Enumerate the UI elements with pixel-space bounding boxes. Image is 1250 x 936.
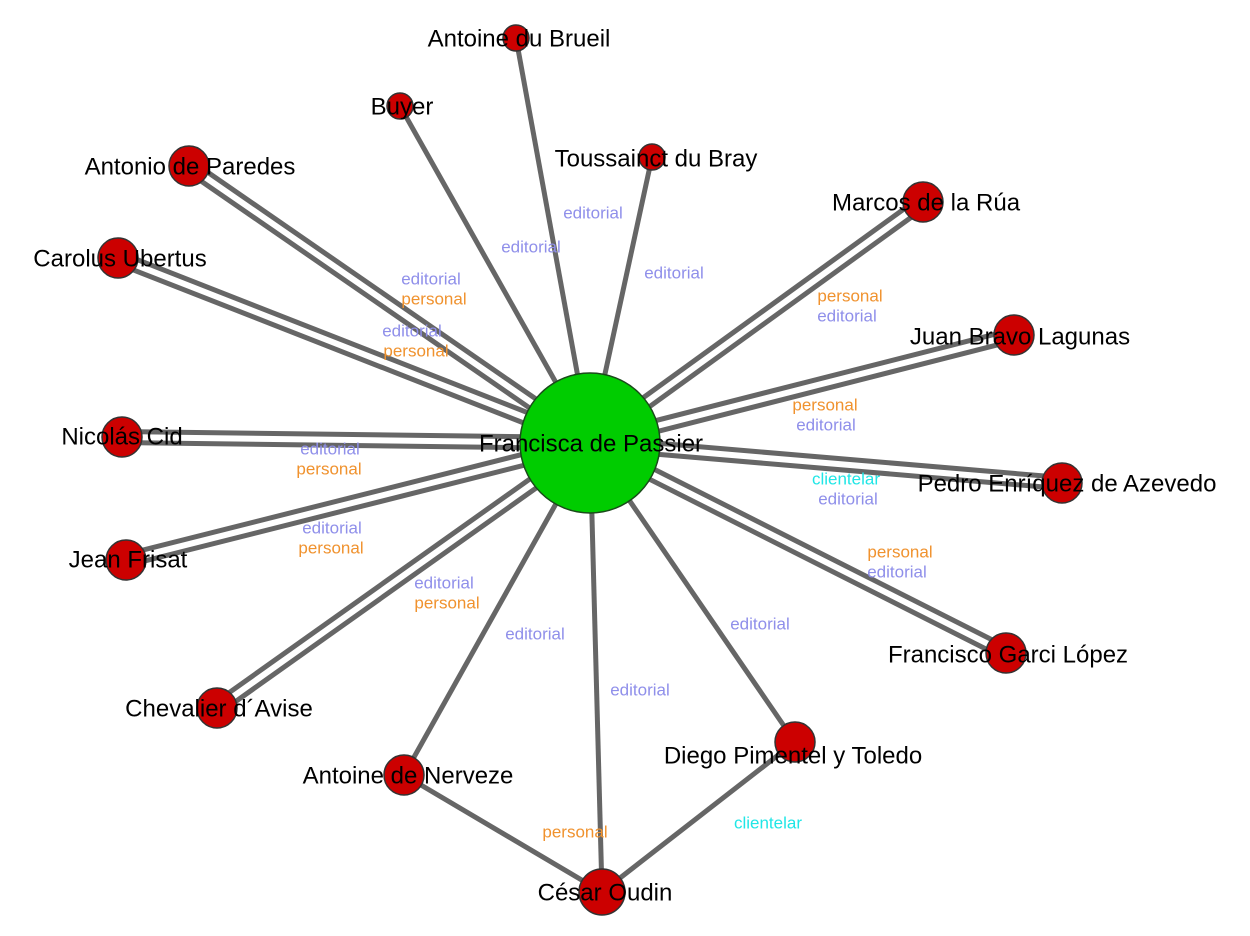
edges-layer: [115, 37, 1063, 895]
node-label-marcos-de-la-rua: Marcos de la Rúa: [832, 189, 1021, 216]
edge-label-editorial: editorial: [867, 562, 927, 581]
edge-francisca-de-passier-antonio-de-paredes-personal: [190, 159, 595, 441]
node-buyer[interactable]: [386, 92, 414, 120]
node-label-pedro-enriquez-de-azevedo: Pedro Enríquez de Azevedo: [918, 470, 1217, 497]
edge-francisca-de-passier-francisco-garci-lopez-personal: [591, 435, 1010, 651]
node-juan-bravo-lagunas[interactable]: [993, 314, 1035, 356]
edge-francisca-de-passier-chevalier-d-avise-personal: [212, 436, 589, 706]
node-center-francisca-de-passier[interactable]: [519, 372, 661, 514]
edge-francisca-de-passier-jean-frisat-personal: [124, 435, 590, 558]
edge-label-editorial: editorial: [300, 439, 360, 458]
node-label-chevalier-d-avise: Chevalier d´Avise: [125, 695, 313, 722]
node-chevalier-d-avise[interactable]: [196, 687, 238, 729]
node-label-antoine-de-nerveze: Antoine de Nerveze: [303, 762, 514, 789]
node-label-diego-pimentel-y-toledo: Diego Pimentel y Toledo: [664, 742, 922, 769]
edge-label-personal: personal: [414, 593, 479, 612]
edge-francisca-de-passier-juan-bravo-lagunas-personal: [588, 327, 1014, 441]
node-francisco-garci-lopez[interactable]: [985, 632, 1027, 674]
edge-label-personal: personal: [792, 395, 857, 414]
edge-label-editorial: editorial: [818, 489, 878, 508]
node-nicolas-cid[interactable]: [101, 416, 143, 458]
edge-francisca-de-passier-pedro-enriquez-de-azevedo-editorial: [589, 445, 1062, 491]
edge-label-personal: personal: [383, 341, 448, 360]
edge-label-editorial: editorial: [730, 614, 790, 633]
edge-label-editorial: editorial: [796, 415, 856, 434]
edge-label-clientelar: clientelar: [812, 469, 880, 488]
edge-label-personal: personal: [296, 459, 361, 478]
edge-francisca-de-passier-juan-bravo-lagunas-editorial: [590, 337, 1016, 451]
edge-label-personal: personal: [867, 542, 932, 561]
node-diego-pimentel-y-toledo[interactable]: [774, 721, 816, 763]
node-toussainct-du-bray[interactable]: [638, 143, 666, 171]
edge-label-personal: personal: [298, 538, 363, 557]
edge-label-personal: personal: [401, 289, 466, 308]
edge-francisca-de-passier-antonio-de-paredes-editorial: [184, 168, 589, 450]
edge-label-editorial: editorial: [501, 237, 561, 256]
node-label-antonio-de-paredes: Antonio de Paredes: [85, 153, 296, 180]
node-antonio-de-paredes[interactable]: [168, 145, 210, 187]
edge-label-editorial: editorial: [382, 321, 442, 340]
edge-diego-pimentel-y-toledo-cesar-oudin-clientelar: [600, 740, 797, 894]
node-label-nicolas-cid: Nicolás Cid: [61, 423, 182, 450]
node-cesar-oudin[interactable]: [578, 868, 626, 916]
edge-francisca-de-passier-chevalier-d-avise-editorial: [218, 445, 595, 715]
node-jean-frisat[interactable]: [105, 539, 147, 581]
edge-francisca-de-passier-nicolas-cid-editorial: [121, 439, 590, 451]
edge-label-editorial: editorial: [644, 263, 704, 282]
edge-francisca-de-passier-nicolas-cid-personal: [122, 429, 591, 441]
edge-francisca-de-passier-carolus-ubertus-editorial: [115, 260, 589, 451]
edge-label-editorial: editorial: [817, 306, 877, 325]
node-label-antoine-du-brueil: Antoine du Brueil: [428, 25, 611, 52]
node-label-jean-frisat: Jean Frisat: [69, 546, 188, 573]
edge-label-personal: personal: [542, 822, 607, 841]
node-label-toussainct-du-bray: Toussainct du Bray: [555, 145, 758, 172]
edge-label-editorial: editorial: [505, 624, 565, 643]
node-pedro-enriquez-de-azevedo[interactable]: [1041, 462, 1083, 504]
edge-label-editorial: editorial: [302, 518, 362, 537]
edge-francisca-de-passier-pedro-enriquez-de-azevedo-clientelar: [590, 435, 1063, 481]
edge-francisca-de-passier-carolus-ubertus-personal: [119, 250, 593, 441]
node-label-buyer: Buyer: [371, 93, 434, 120]
edge-label-clientelar: clientelar: [734, 813, 802, 832]
labels-layer: editorialeditorialeditorialeditorialpers…: [33, 25, 1216, 906]
nodes-layer: [97, 24, 1083, 916]
node-label-carolus-ubertus: Carolus Ubertus: [33, 245, 206, 272]
node-marcos-de-la-rua[interactable]: [902, 181, 944, 223]
node-label-juan-bravo-lagunas: Juan Bravo Lagunas: [910, 323, 1130, 350]
edge-antoine-de-nerveze-cesar-oudin-personal: [402, 772, 604, 895]
node-label-center: Francisca de Passier: [479, 430, 703, 457]
node-label-francisco-garci-lopez: Francisco Garci López: [888, 641, 1128, 668]
edge-francisca-de-passier-francisco-garci-lopez-editorial: [586, 445, 1005, 661]
node-carolus-ubertus[interactable]: [97, 237, 139, 279]
edge-label-personal: personal: [817, 286, 882, 305]
node-label-cesar-oudin: César Oudin: [538, 879, 673, 906]
edge-label-editorial: editorial: [401, 269, 461, 288]
edge-label-editorial: editorial: [610, 680, 670, 699]
node-antoine-du-brueil[interactable]: [502, 24, 530, 52]
edge-francisca-de-passier-cesar-oudin-editorial: [587, 442, 605, 893]
edge-francisca-de-passier-jean-frisat-editorial: [126, 445, 592, 568]
edge-label-editorial: editorial: [563, 203, 623, 222]
edge-label-editorial: editorial: [414, 573, 474, 592]
node-antoine-de-nerveze[interactable]: [383, 754, 425, 796]
